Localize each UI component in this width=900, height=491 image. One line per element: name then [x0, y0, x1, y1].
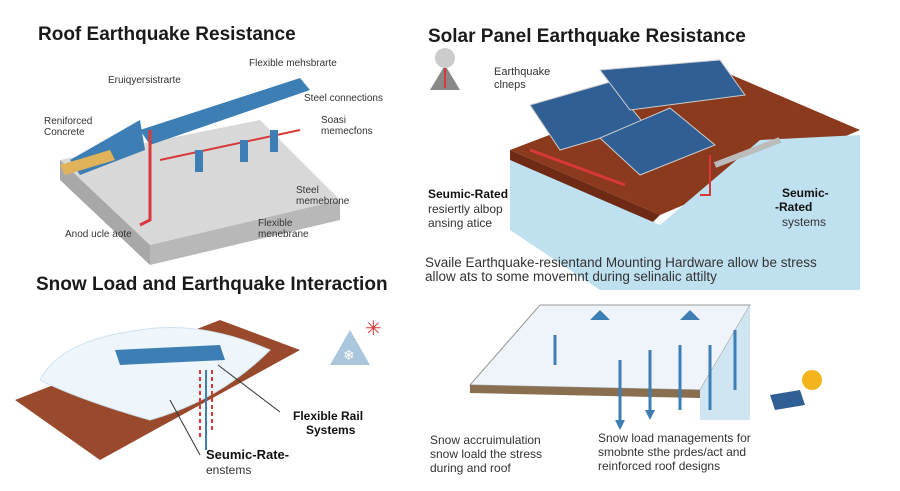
label: Concrete	[44, 127, 85, 138]
roof-structure-illustration	[60, 78, 340, 265]
label: Soasi	[321, 115, 347, 126]
solar-left-bold: Seumic-Rated	[428, 187, 509, 201]
label: Earthquake	[494, 66, 551, 78]
seismic-label: enstems	[206, 463, 252, 477]
load-caption-right: reinforced roof designs	[598, 459, 721, 473]
label: Steel connections	[304, 93, 383, 104]
solar-sun-icon	[770, 370, 822, 410]
solar-right-bold: -Rated	[775, 200, 813, 214]
load-caption-left: Snow accruimulation	[430, 433, 541, 447]
solar-caption: Svaile Earthquake-resientand Mounting Ha…	[425, 255, 817, 270]
solar-roof-illustration	[430, 48, 860, 290]
label: Reniforced	[44, 116, 93, 127]
label: clneps	[494, 79, 526, 91]
label: Steel	[296, 185, 319, 196]
roof-title: Roof Earthquake Resistance	[38, 24, 296, 45]
snow-roof-illustration: ❄✳	[15, 318, 382, 460]
svg-text:✳: ✳	[365, 318, 382, 340]
label: Anod ucle aote	[65, 229, 132, 240]
label: resiertly albop	[428, 202, 503, 216]
rail-label: Flexible Rail	[293, 409, 364, 423]
load-caption-left: during and roof	[430, 461, 511, 475]
snow-title: Snow Load and Earthquake Interaction	[36, 274, 388, 295]
label: Flexible	[258, 218, 293, 229]
label: ansing atice	[428, 216, 493, 230]
label: Flexible mehsbrarte	[249, 58, 337, 69]
snow-load-illustration	[468, 304, 822, 430]
load-caption-left: snow loald the stress	[430, 447, 543, 461]
solar-caption: allow ats to some movemnt during selinal…	[425, 269, 717, 284]
solar-right-bold: Seumic-	[782, 186, 829, 200]
rail-label: Systems	[306, 423, 356, 437]
solar-title: Solar Panel Earthquake Resistance	[428, 26, 746, 47]
volcano-icon	[430, 48, 460, 90]
load-caption-right: smobnte sthe prdes/act and	[598, 445, 747, 459]
label: memebrone	[296, 196, 350, 207]
snowflake-warning-icon: ❄✳	[330, 318, 382, 365]
label: Eruiqyersistrarte	[108, 75, 181, 86]
label: memecfons	[321, 126, 373, 137]
svg-text:❄: ❄	[343, 347, 355, 363]
label: systems	[782, 215, 827, 229]
seismic-label: Seumic-Rate-	[206, 447, 290, 462]
label: menebrane	[258, 229, 309, 240]
load-caption-right: Snow load managements for	[598, 431, 751, 445]
